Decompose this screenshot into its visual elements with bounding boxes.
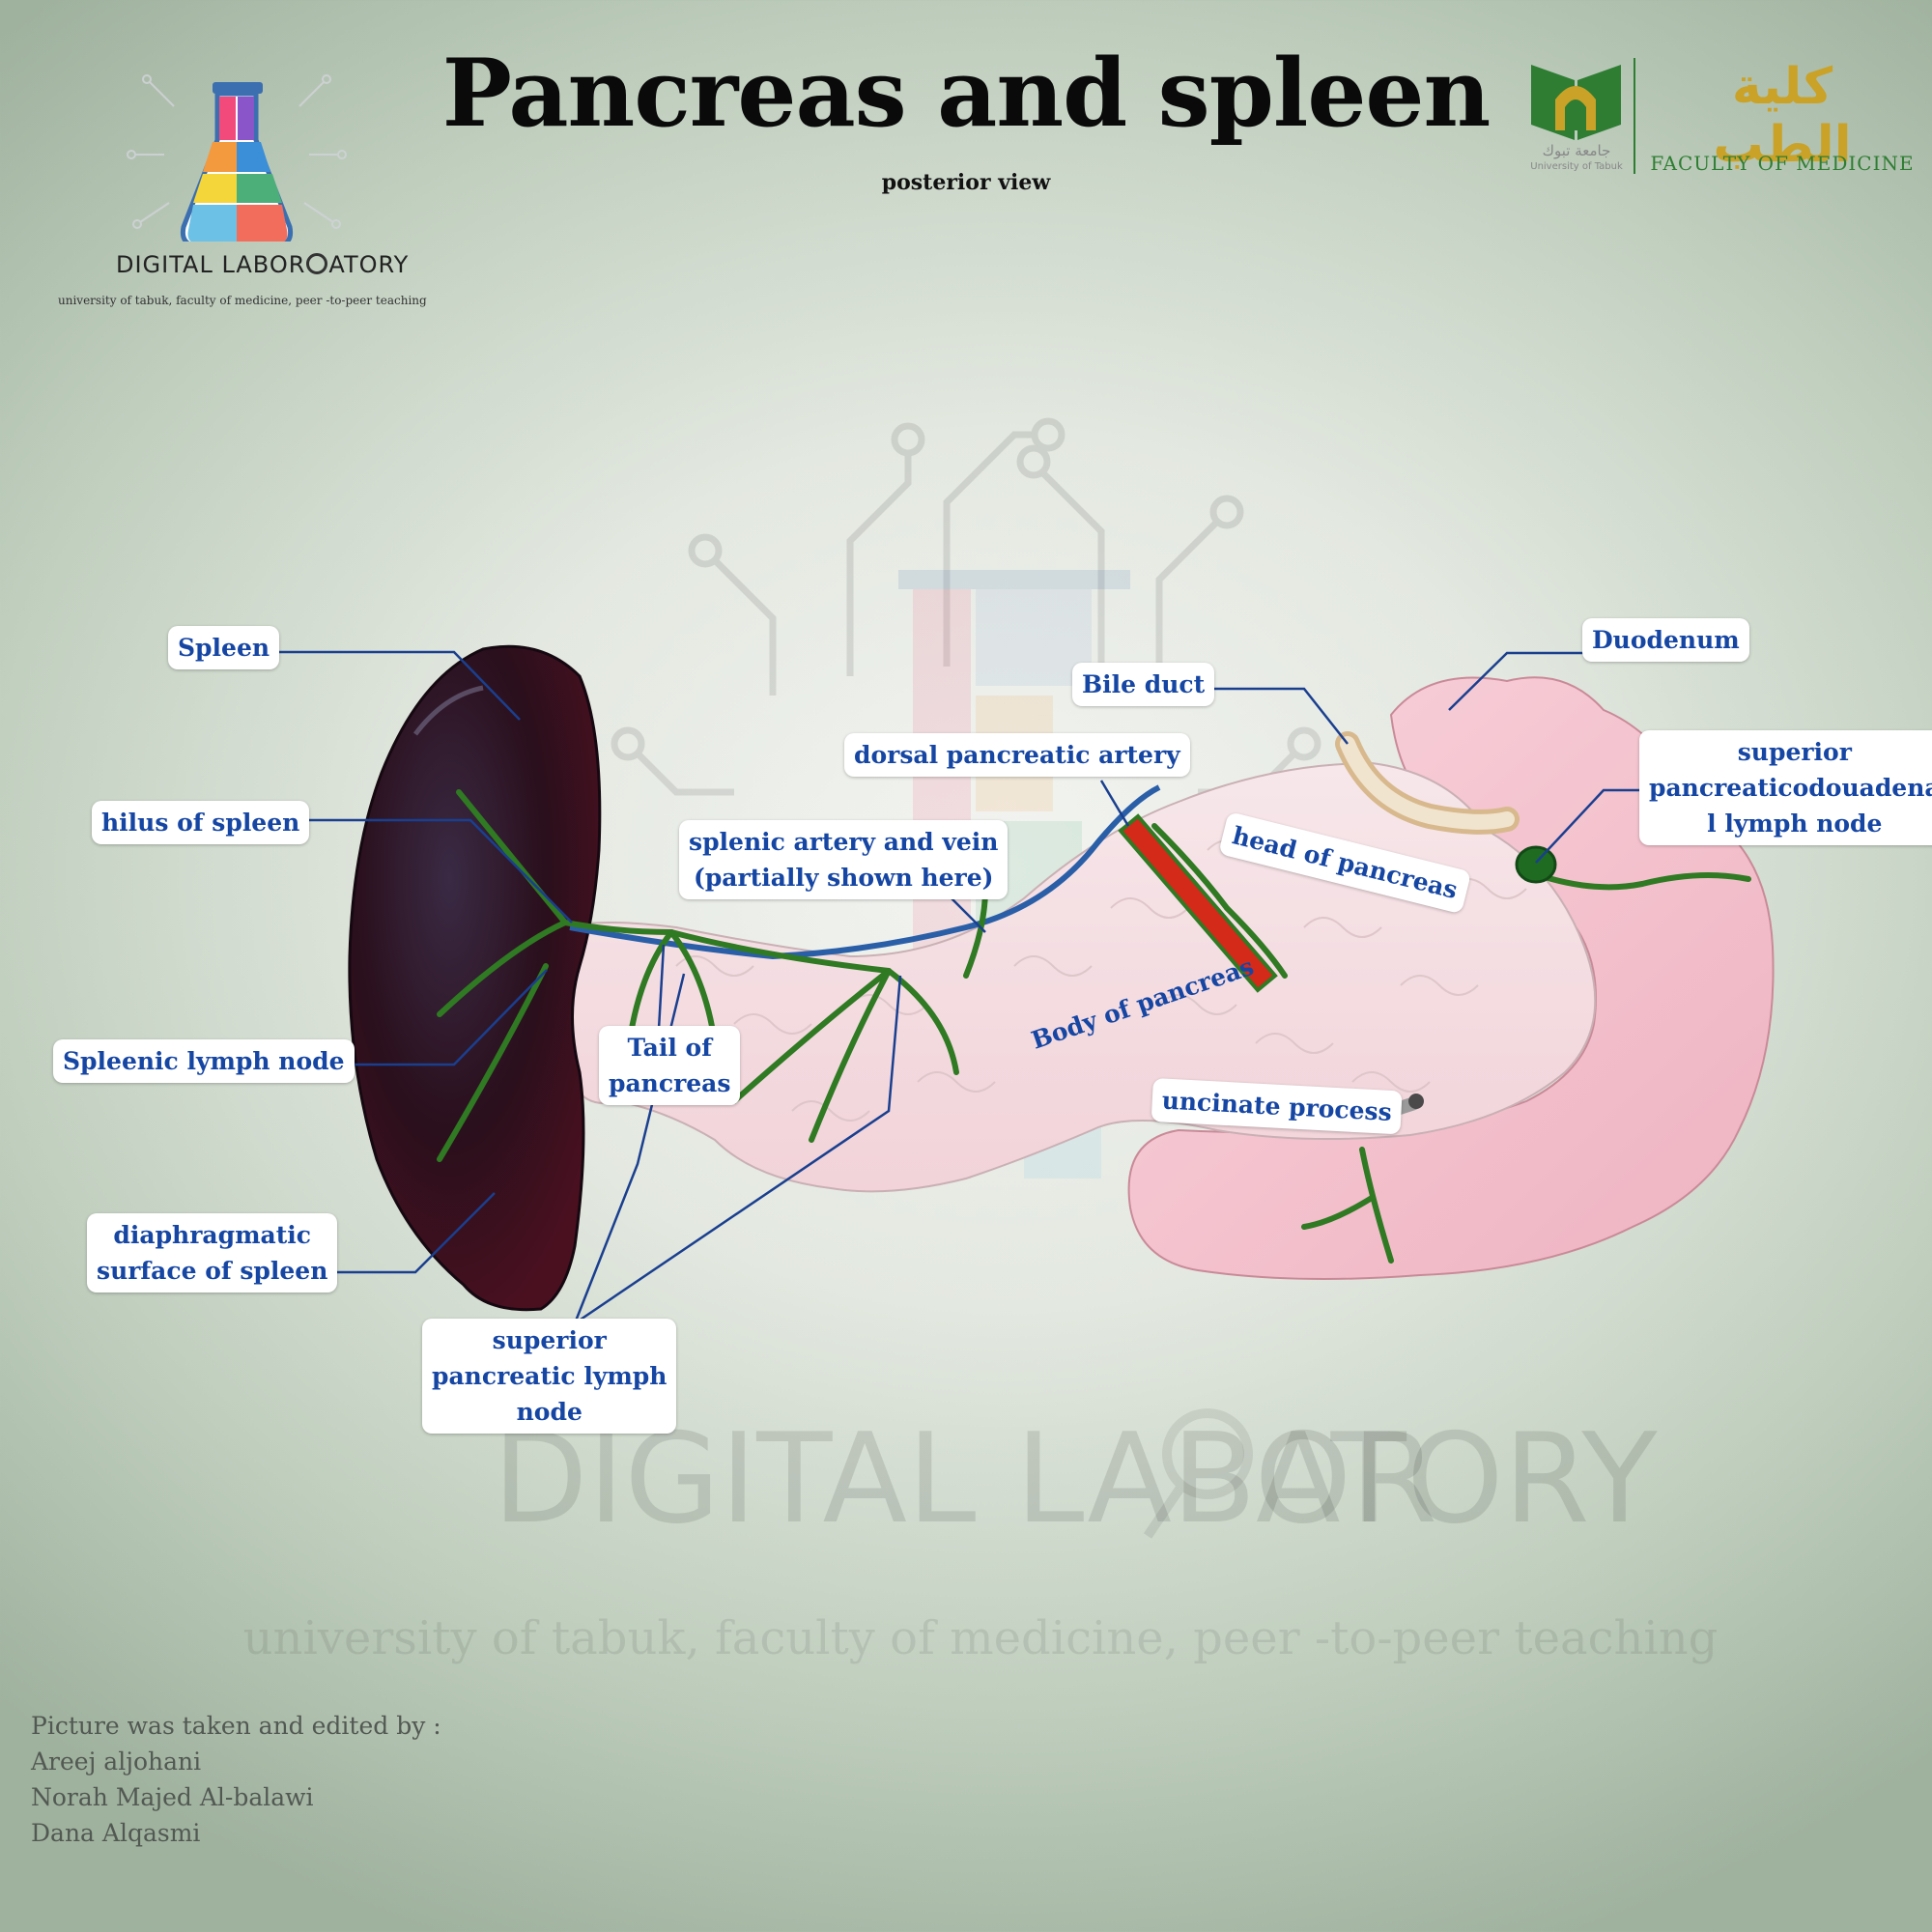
credits-name: Norah Majed Al-balawi: [31, 1783, 314, 1811]
credits-name: Dana Alqasmi: [31, 1819, 201, 1847]
credits-name: Areej aljohani: [31, 1747, 202, 1776]
label-spdln-line3: l lymph node: [1707, 810, 1883, 838]
label-spdln-line1: superior: [1737, 738, 1852, 766]
label-bile-duct-text: Bile duct: [1082, 670, 1206, 698]
label-dorsal-artery-text: dorsal pancreatic artery: [854, 741, 1180, 769]
logo-name: DIGITAL LABOR ATORY: [116, 251, 408, 278]
label-splenic-artery-vein: splenic artery and vein (partially shown…: [679, 820, 1009, 899]
label-superior-pancreaticoduodenal-lymph-node: superior pancreaticodouadena l lymph nod…: [1639, 730, 1932, 845]
credits: Picture was taken and edited by : Areej …: [31, 1708, 441, 1851]
label-tail-line2: pancreas: [609, 1069, 731, 1097]
logo-name-part1: DIGITAL LABOR: [116, 251, 306, 278]
label-tail-line1: Tail of: [627, 1034, 712, 1062]
label-bile-duct: Bile duct: [1072, 663, 1215, 706]
label-spln-line3: node: [516, 1398, 582, 1426]
faculty-name: FACULTY OF MEDICINE: [1650, 152, 1915, 175]
dorsal-pancreatic-artery: [1118, 813, 1278, 993]
label-hilus-text: hilus of spleen: [101, 809, 300, 837]
label-splenic-lymph-text: Spleenic lymph node: [63, 1047, 345, 1075]
english-university-name: University of Tabuk: [1530, 161, 1623, 172]
label-spln-line1: superior: [492, 1326, 607, 1354]
arabic-university-name: جامعة تبوك: [1542, 142, 1611, 159]
logo-tagline: university of tabuk, faculty of medicine…: [58, 294, 427, 307]
label-diaphragmatic-surface: diaphragmatic surface of spleen: [87, 1213, 338, 1293]
label-hilus-of-spleen: hilus of spleen: [92, 801, 310, 844]
label-splenic-artery-line2: (partially shown here): [693, 864, 994, 892]
arabic-faculty-name: كلية الطب: [1713, 58, 1852, 174]
label-superior-pancreatic-lymph-node: superior pancreatic lymph node: [422, 1319, 677, 1434]
label-diaphragmatic-line1: diaphragmatic: [113, 1221, 311, 1249]
label-uncinate-text: uncinate process: [1161, 1086, 1393, 1126]
faculty-logo: جامعة تبوك University of Tabuk كلية الطب…: [1526, 53, 1918, 184]
leader-lines: [266, 650, 1642, 1325]
label-spln-line2: pancreatic lymph: [432, 1362, 668, 1390]
page-subtitle: posterior view: [881, 170, 1051, 195]
logo-divider: [1634, 58, 1635, 174]
label-spleen-text: Spleen: [178, 634, 270, 662]
label-splenic-artery-line1: splenic artery and vein: [689, 828, 999, 856]
label-spdln-line2: pancreaticodouadena: [1649, 774, 1932, 802]
label-dorsal-pancreatic-artery: dorsal pancreatic artery: [844, 733, 1190, 777]
splenic-artery-vein: [569, 784, 1161, 960]
flask-icon: [127, 74, 347, 242]
lymph-node: [1515, 845, 1557, 884]
page-title: Pancreas and spleen: [441, 39, 1492, 148]
watermark-name-part2: ATORY: [1256, 1407, 1658, 1551]
credits-intro: Picture was taken and edited by :: [31, 1712, 441, 1740]
label-duodenum: Duodenum: [1582, 618, 1749, 662]
spleen: [348, 644, 602, 1312]
label-diaphragmatic-line2: surface of spleen: [97, 1257, 328, 1285]
label-splenic-lymph-node: Spleenic lymph node: [53, 1039, 355, 1083]
magnifier-icon: [306, 253, 328, 274]
label-tail-of-pancreas: Tail of pancreas: [599, 1026, 741, 1105]
label-spleen: Spleen: [168, 626, 280, 669]
label-duodenum-text: Duodenum: [1592, 626, 1740, 654]
digital-laboratory-logo: DIGITAL LABOR ATORY university of tabuk, …: [58, 48, 427, 319]
watermark-tagline: university of tabuk, faculty of medicine…: [243, 1611, 1719, 1665]
logo-name-part2: ATORY: [328, 251, 410, 278]
university-emblem-icon: [1531, 65, 1621, 140]
